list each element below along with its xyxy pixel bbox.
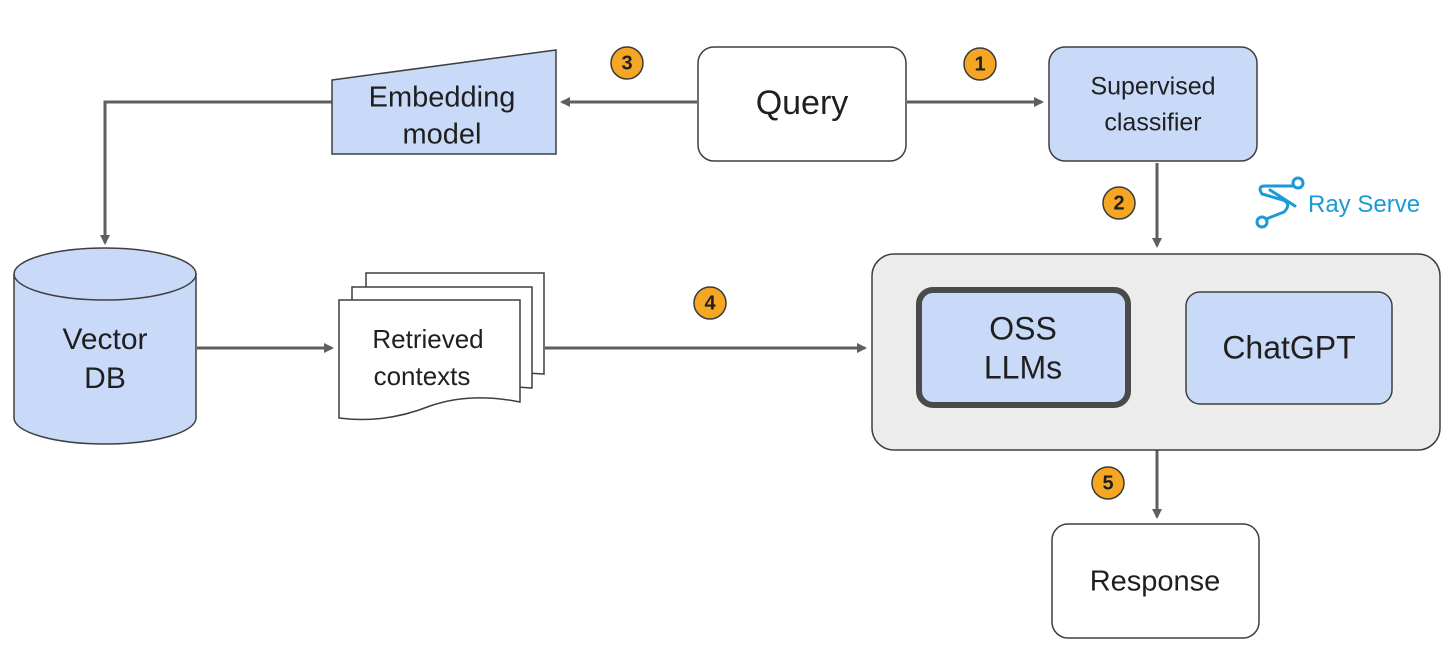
connectors xyxy=(100,97,1162,519)
step-badge-5: 5 xyxy=(1091,466,1125,500)
llm-group: OSS LLMs ChatGPT xyxy=(871,253,1441,451)
response-label: Response xyxy=(1090,566,1221,598)
oss-label-line1: OSS xyxy=(989,310,1057,346)
classifier-label-line2: classifier xyxy=(1104,109,1201,137)
query-node: Query xyxy=(697,46,907,162)
step-badge-1: 1 xyxy=(963,47,997,81)
ray-serve-brand: Ray Serve xyxy=(1255,176,1420,229)
vectordb-label-line2: DB xyxy=(84,362,126,395)
embedding-label-line2: model xyxy=(403,119,482,151)
arrow-embedding-to-vectordb xyxy=(100,100,332,245)
step-number-2: 2 xyxy=(1113,192,1124,214)
vectordb-label-line1: Vector xyxy=(62,323,147,356)
embedding-label-line1: Embedding xyxy=(369,82,516,114)
ray-serve-wordmark: Ray Serve xyxy=(1308,191,1420,218)
response-node: Response xyxy=(1051,523,1260,639)
embedding-model-node: Embedding model xyxy=(331,49,557,155)
step-badge-2: 2 xyxy=(1102,186,1136,220)
step-number-3: 3 xyxy=(621,52,632,74)
chatgpt-label: ChatGPT xyxy=(1222,329,1355,365)
step-number-5: 5 xyxy=(1102,472,1113,494)
contexts-label-line1: Retrieved xyxy=(372,324,483,354)
query-label: Query xyxy=(756,84,849,122)
supervised-classifier-node: Supervised classifier xyxy=(1048,46,1258,162)
document-sheet-front xyxy=(338,299,521,421)
classifier-label-line1: Supervised xyxy=(1090,73,1215,101)
ray-serve-logo-icon xyxy=(1255,176,1305,229)
oss-label-line2: LLMs xyxy=(984,349,1062,385)
contexts-label-line2: contexts xyxy=(374,361,471,391)
step-number-1: 1 xyxy=(974,53,985,75)
oss-llms-node: OSS LLMs xyxy=(916,287,1131,408)
vector-db-node: Vector DB xyxy=(13,247,197,445)
step-number-4: 4 xyxy=(704,292,716,314)
retrieved-contexts-node: Retrieved contexts xyxy=(338,272,545,421)
chatgpt-node: ChatGPT xyxy=(1185,291,1393,405)
step-badge-4: 4 xyxy=(693,286,727,320)
step-badge-3: 3 xyxy=(610,46,644,80)
